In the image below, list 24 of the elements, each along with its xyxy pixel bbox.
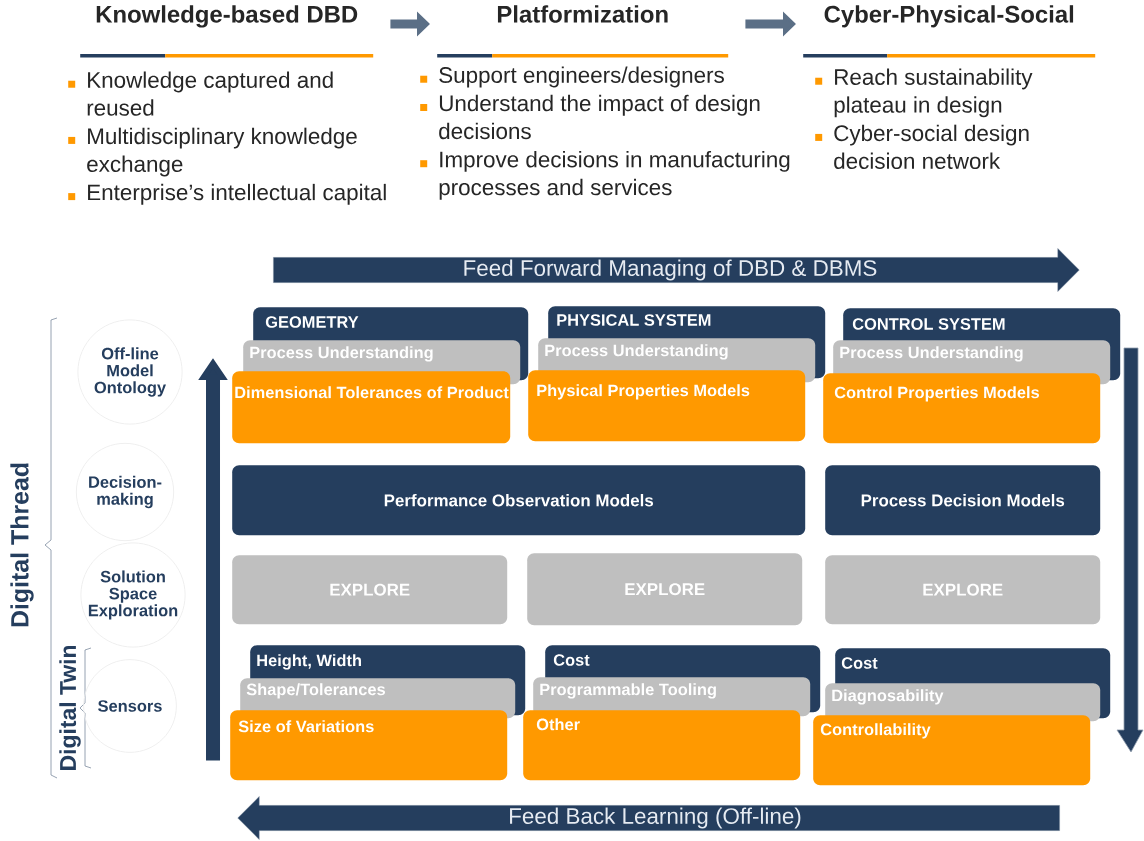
- stage-heading: Knowledge-based DBD: [80, 5, 374, 58]
- model-card: EXPLORE: [527, 553, 803, 626]
- bullet-item: Reach sustainability plateau in design: [815, 68, 1033, 118]
- bullet-item: Cyber-social design decision network: [815, 124, 1029, 170]
- model-card: Dimensional Tolerances of Product: [232, 371, 511, 444]
- model-card: Control Properties Models: [823, 373, 1101, 444]
- model-card: Physical Properties Models: [528, 370, 806, 442]
- stage-heading: Platformization: [437, 5, 729, 58]
- model-card: Performance Observation Models: [232, 465, 806, 536]
- side-label: Digital Thread: [10, 463, 34, 627]
- model-card: Process Decision Models: [825, 465, 1101, 536]
- bullet-item: Enterprise’s intellectual capital: [68, 183, 386, 205]
- bullet-item: Support engineers/designers: [420, 66, 724, 88]
- bullet-item: Multidisciplinary knowledge exchange: [68, 127, 357, 177]
- model-card: Other: [523, 710, 801, 781]
- bullet-item: Improve decisions in manufacturing processes and services: [420, 150, 790, 200]
- model-card: EXPLORE: [232, 555, 508, 625]
- side-label: Digital Twin: [59, 645, 81, 770]
- bullet-item: Understand the impact of design decisions: [420, 94, 760, 140]
- model-card: Size of Variations: [230, 710, 508, 781]
- bullet-item: Knowledge captured and reused: [68, 71, 333, 116]
- stage-heading: Cyber-Physical-Social: [803, 5, 1096, 58]
- model-card: EXPLORE: [825, 555, 1101, 625]
- model-card: Controllability: [813, 715, 1091, 786]
